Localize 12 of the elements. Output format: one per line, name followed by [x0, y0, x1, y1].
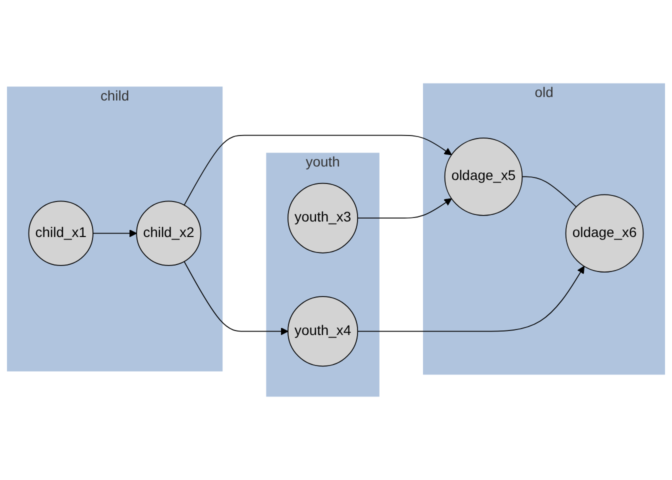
arrow — [184, 134, 452, 206]
arrow — [357, 198, 452, 219]
node-circle: oldage_x5 — [444, 138, 523, 216]
arrow — [184, 261, 288, 336]
arrow — [357, 266, 585, 332]
node-circle: child_x1 — [28, 200, 94, 266]
connector — [522, 176, 577, 208]
node-circle: child_x2 — [136, 200, 202, 266]
node-circle: youth_x4 — [288, 296, 358, 367]
node-circle: oldage_x6 — [565, 194, 644, 272]
arrow — [92, 230, 137, 238]
node-circle: youth_x3 — [288, 182, 358, 254]
